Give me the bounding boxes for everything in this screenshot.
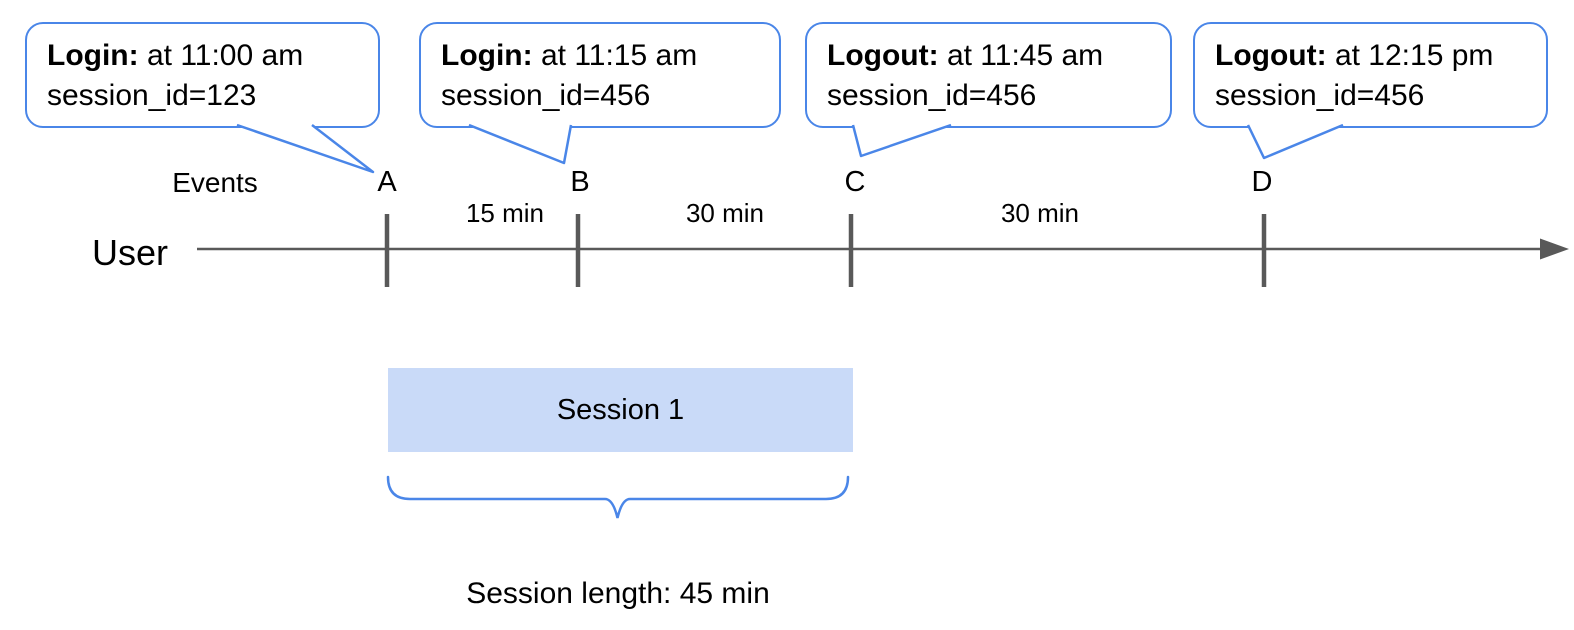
callout-line-2: session_id=456 [441, 79, 651, 112]
user-axis-label: User [92, 232, 169, 273]
callout-tail-c [851, 123, 952, 158]
callout-logout-c: Logout: at 11:45 am session_id=456 [805, 22, 1172, 128]
event-time: at 11:45 am [938, 39, 1104, 72]
callout-line-2: session_id=456 [1215, 79, 1425, 112]
event-letter-b: B [570, 166, 590, 198]
event-letter-d: D [1251, 166, 1273, 198]
events-axis-label: Events [172, 167, 258, 198]
callout-logout-d: Logout: at 12:15 pm session_id=456 [1193, 22, 1548, 128]
callout-line-1: Logout: at 12:15 pm [1215, 36, 1546, 76]
event-type-label: Login: [441, 39, 533, 72]
interval-b-c: 30 min [685, 198, 765, 228]
event-letter-c: C [844, 166, 866, 198]
event-type-label: Logout: [1215, 39, 1327, 72]
session-length-caption: Session length: 45 min [466, 577, 770, 610]
session-1-label: Session 1 [556, 393, 685, 426]
callout-line-2: session_id=123 [47, 79, 257, 112]
session-1-bar: Session 1 [388, 368, 853, 452]
event-time: at 11:15 am [532, 39, 698, 72]
callout-line-1: Login: at 11:00 am [47, 36, 378, 76]
interval-c-d: 30 min [1000, 198, 1080, 228]
timeline-arrowhead-icon [1540, 238, 1569, 260]
event-time: at 11:00 am [138, 39, 304, 72]
callout-login-b: Login: at 11:15 am session_id=456 [419, 22, 781, 128]
session-length-brace [386, 475, 850, 519]
callout-line-2: session_id=456 [827, 79, 1037, 112]
event-time: at 12:15 pm [1326, 39, 1494, 72]
event-letter-a: A [377, 166, 397, 198]
callout-line-1: Logout: at 11:45 am [827, 36, 1170, 76]
callout-line-1: Login: at 11:15 am [441, 36, 779, 76]
event-type-label: Logout: [827, 39, 939, 72]
callout-tail-a [236, 123, 375, 174]
interval-a-b: 15 min [465, 198, 545, 228]
callout-login-a: Login: at 11:00 am session_id=123 [25, 22, 380, 128]
event-type-label: Login: [47, 39, 139, 72]
callout-tail-d [1246, 123, 1344, 160]
callout-tail-b [468, 123, 573, 165]
